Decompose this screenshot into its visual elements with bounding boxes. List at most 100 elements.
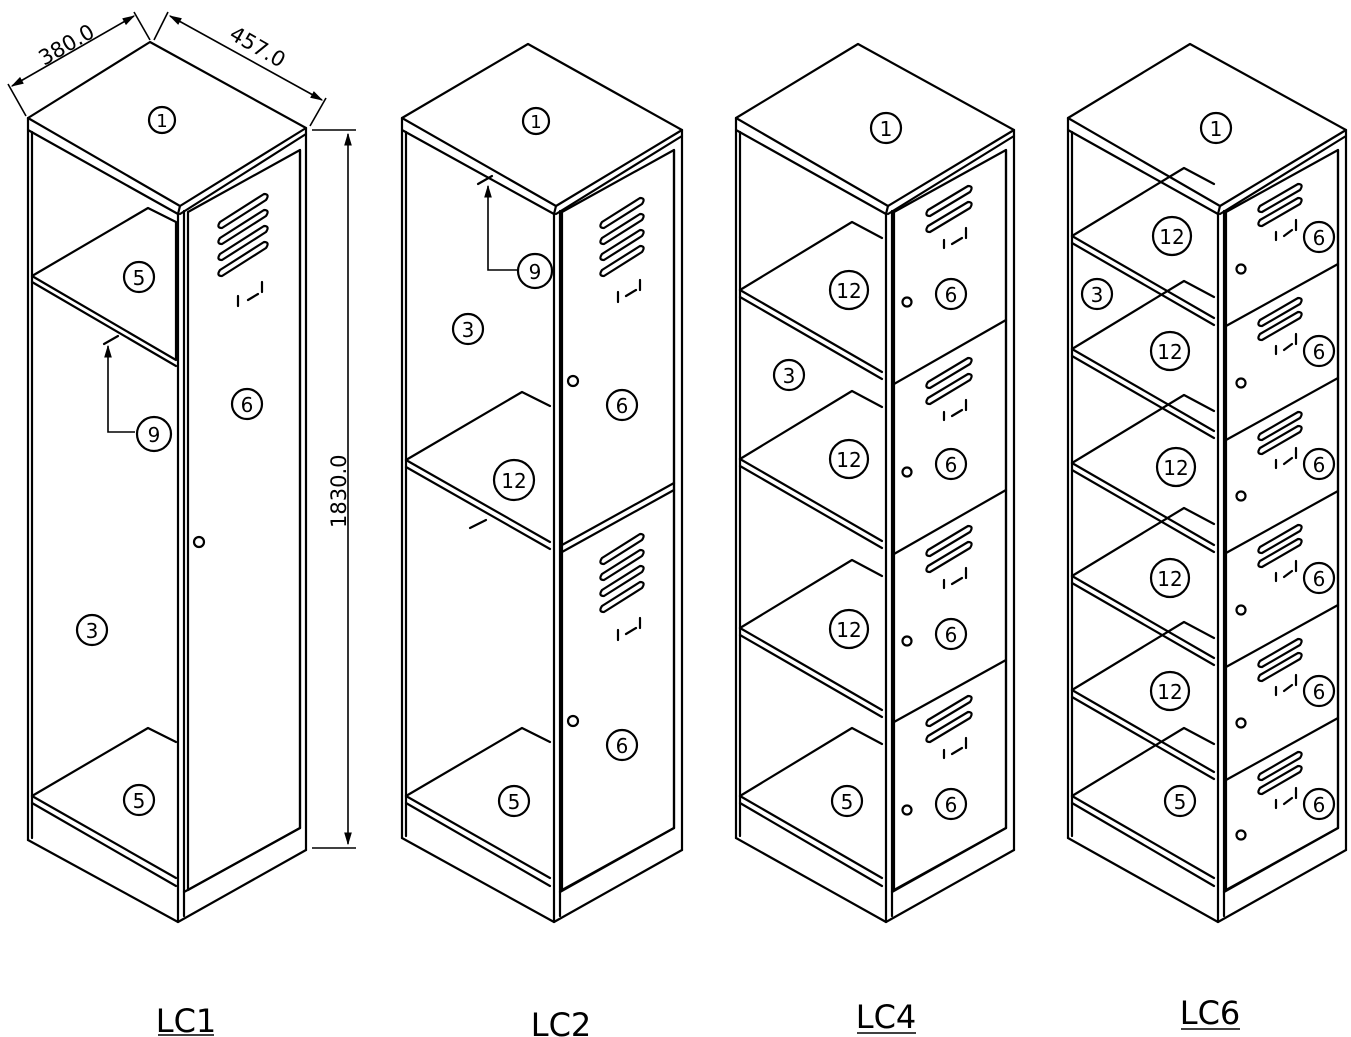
- svg-text:12: 12: [1157, 680, 1182, 704]
- svg-text:6: 6: [616, 734, 629, 758]
- coat-hook: [476, 174, 494, 186]
- svg-text:6: 6: [945, 453, 958, 477]
- lock-icon: [1235, 829, 1247, 841]
- svg-text:6: 6: [945, 623, 958, 647]
- callout: 6: [934, 277, 968, 311]
- vent-slots: [1257, 750, 1303, 810]
- callout: 12: [1151, 215, 1193, 257]
- callout: 6: [1302, 674, 1336, 708]
- callout: 6: [934, 787, 968, 821]
- callout: 6: [1302, 447, 1336, 481]
- callout: 12: [492, 458, 536, 502]
- callout: 12: [1155, 446, 1197, 488]
- callout: 6: [934, 447, 968, 481]
- locker-lc4: 1 12 6 3 12 6 12 6 5 6: [734, 42, 1016, 924]
- callout: 12: [1149, 670, 1191, 712]
- callout: 6: [605, 728, 639, 762]
- callout: 12: [828, 269, 870, 311]
- svg-text:12: 12: [836, 448, 861, 472]
- callout: 6: [1302, 334, 1336, 368]
- lock-icon: [1235, 717, 1247, 729]
- vent-slots: [925, 694, 973, 760]
- callout: 5: [1163, 784, 1197, 818]
- lock-icon: [1235, 377, 1247, 389]
- lock-icon: [1235, 263, 1247, 275]
- callout: 12: [828, 438, 870, 480]
- svg-text:6: 6: [945, 793, 958, 817]
- dim-depth: 380.0: [35, 19, 99, 70]
- callout: 1: [869, 111, 903, 145]
- top-panel: [1066, 42, 1348, 208]
- callout: 3: [772, 358, 806, 392]
- svg-text:9: 9: [148, 423, 161, 447]
- callout: 1: [521, 106, 551, 136]
- vent-slots: [1257, 296, 1303, 356]
- lock-icon: [1235, 490, 1247, 502]
- vent-slots: [217, 192, 269, 308]
- svg-text:5: 5: [133, 789, 146, 813]
- svg-text:1: 1: [530, 112, 541, 133]
- svg-text:3: 3: [462, 318, 475, 342]
- svg-text:12: 12: [1163, 456, 1188, 480]
- lock-icon: [566, 714, 580, 728]
- svg-text:3: 3: [783, 364, 796, 388]
- dimension-lines: [7, 11, 356, 849]
- model-label-lc2: LC2: [531, 1006, 592, 1037]
- callout: 6: [1302, 787, 1336, 821]
- svg-text:1: 1: [156, 111, 167, 132]
- svg-text:5: 5: [1174, 790, 1187, 814]
- callout: 5: [122, 783, 156, 817]
- svg-text:6: 6: [1313, 453, 1326, 477]
- model-label-lc6: LC6: [1180, 994, 1241, 1032]
- callout: 6: [1302, 561, 1336, 595]
- locker-lc6: 1 12 6 3 12 6 12 6 12 6 12 6 5 6: [1066, 42, 1348, 924]
- lock-icon: [901, 804, 913, 816]
- svg-text:12: 12: [1157, 340, 1182, 364]
- svg-text:5: 5: [508, 790, 521, 814]
- svg-text:9: 9: [529, 260, 542, 284]
- lock-icon: [901, 296, 913, 308]
- svg-text:5: 5: [841, 790, 854, 814]
- svg-text:12: 12: [1157, 567, 1182, 591]
- callout: 5: [830, 784, 864, 818]
- dim-height: 1830.0: [327, 455, 351, 528]
- vent-slots: [599, 532, 645, 642]
- callout: 9: [135, 415, 173, 453]
- callout: 6: [1302, 220, 1336, 254]
- callout: 5: [497, 784, 531, 818]
- shelf: [30, 206, 178, 362]
- svg-text:6: 6: [1313, 340, 1326, 364]
- svg-text:1: 1: [1210, 117, 1223, 141]
- callout: 6: [605, 388, 639, 422]
- svg-text:12: 12: [501, 469, 526, 493]
- callout: 1: [1199, 111, 1233, 145]
- vent-slots: [925, 356, 973, 422]
- svg-text:6: 6: [1313, 567, 1326, 591]
- callout: 5: [122, 260, 156, 294]
- model-label-lc1: LC1: [156, 1002, 217, 1037]
- model-label-lc4: LC4: [856, 998, 917, 1036]
- callout: 6: [934, 617, 968, 651]
- svg-text:6: 6: [1313, 226, 1326, 250]
- svg-text:6: 6: [945, 283, 958, 307]
- lock-icon: [1235, 604, 1247, 616]
- svg-text:5: 5: [133, 266, 146, 290]
- vent-slots: [1257, 637, 1303, 697]
- svg-text:6: 6: [1313, 680, 1326, 704]
- vent-slots: [1257, 523, 1303, 583]
- locker-lc2: 1 9 3 6 12 6 5: [400, 42, 684, 924]
- callout: 3: [451, 312, 485, 346]
- vent-slots: [599, 196, 645, 304]
- callout: 12: [1149, 330, 1191, 372]
- vent-slots: [1257, 182, 1303, 242]
- vent-slots: [925, 184, 973, 250]
- svg-text:3: 3: [1091, 283, 1104, 307]
- coat-hook: [102, 334, 120, 346]
- lock-icon: [566, 374, 580, 388]
- svg-text:3: 3: [86, 619, 99, 643]
- lock-icon: [192, 535, 206, 549]
- svg-text:12: 12: [836, 618, 861, 642]
- lock-icon: [901, 466, 913, 478]
- svg-text:6: 6: [1313, 793, 1326, 817]
